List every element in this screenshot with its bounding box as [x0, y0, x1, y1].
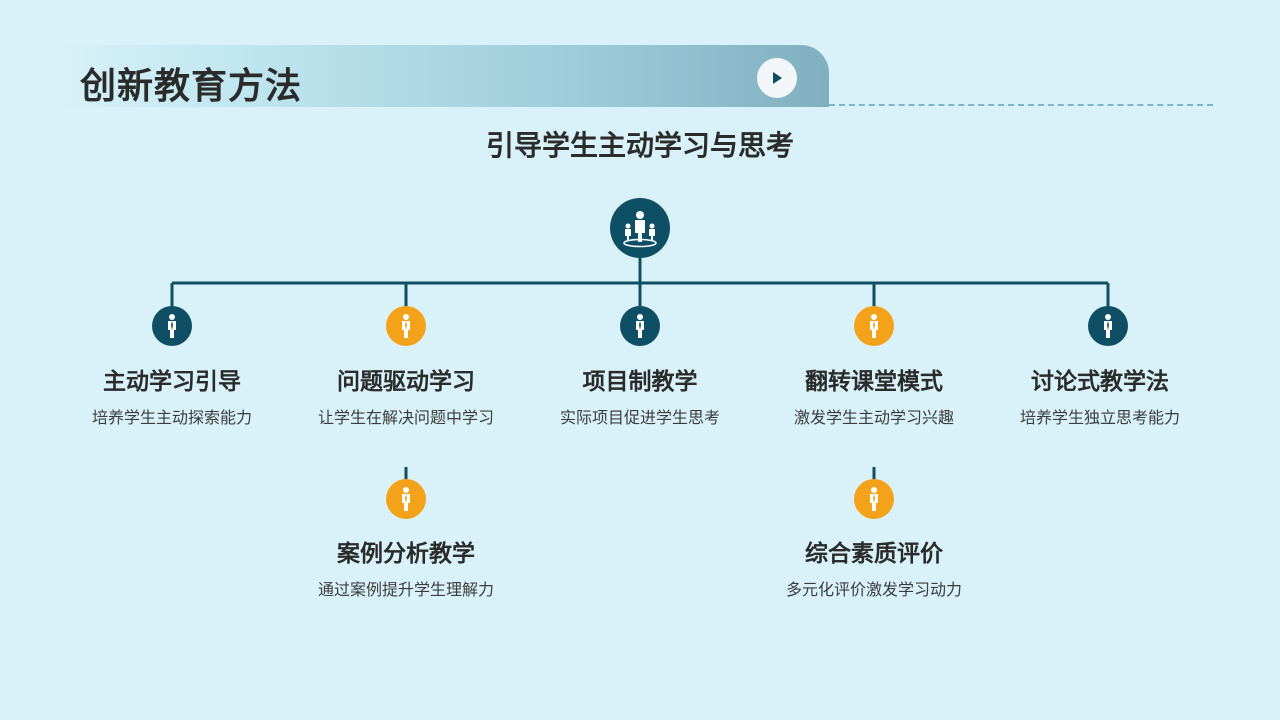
node-desc: 激发学生主动学习兴趣: [793, 408, 954, 427]
root-icon-circle: [610, 198, 670, 258]
person-icon: [402, 314, 410, 338]
node-title: 主动学习引导: [103, 369, 241, 395]
node-title: 项目制教学: [582, 369, 698, 395]
person-icon: [870, 487, 878, 511]
node-icon-circle: [620, 306, 660, 346]
node-icon-circle: [854, 479, 894, 519]
node-desc: 通过案例提升学生理解力: [317, 580, 494, 599]
node-icon-circle: [152, 306, 192, 346]
person-icon: [636, 314, 644, 338]
node-title: 综合素质评价: [805, 541, 943, 567]
header-divider: [829, 104, 1213, 106]
node-icon-circle: [1088, 306, 1128, 346]
node-desc: 让学生在解决问题中学习: [317, 408, 494, 427]
node-desc: 实际项目促进学生思考: [559, 408, 720, 427]
node-title: 问题驱动学习: [337, 369, 475, 395]
person-icon: [1104, 314, 1112, 338]
person-icon: [168, 314, 176, 338]
node-icon-circle: [386, 479, 426, 519]
node-title: 翻转课堂模式: [805, 369, 943, 395]
node-icon-circle: [386, 306, 426, 346]
page-title: 创新教育方法: [80, 66, 303, 107]
group-people-icon: [623, 211, 657, 248]
person-icon: [870, 314, 878, 338]
person-icon: [402, 487, 410, 511]
node-title: 讨论式教学法: [1031, 369, 1169, 395]
subtitle: 引导学生主动学习与思考: [485, 129, 794, 162]
node-desc: 多元化评价激发学习动力: [785, 580, 962, 599]
play-button[interactable]: [757, 58, 797, 98]
play-icon: [773, 72, 782, 84]
node-title: 案例分析教学: [337, 541, 475, 567]
node-desc: 培养学生独立思考能力: [1019, 408, 1180, 427]
header-band: [50, 45, 829, 107]
node-icon-circle: [854, 306, 894, 346]
node-desc: 培养学生主动探索能力: [91, 408, 252, 427]
